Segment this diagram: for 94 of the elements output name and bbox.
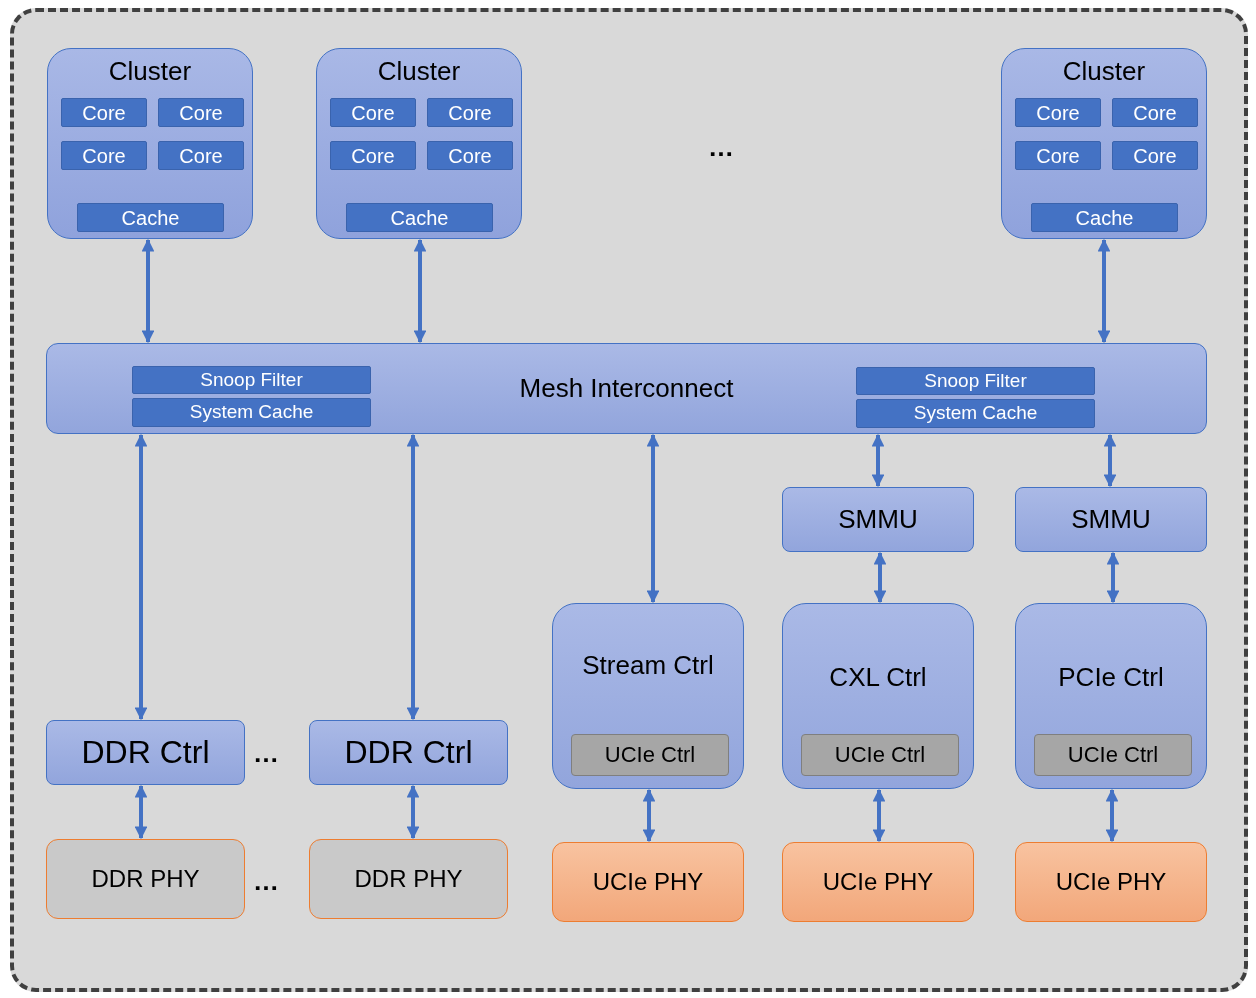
node-label: Snoop Filter [200,368,303,392]
controller-block [1034,734,1192,776]
controller-box [309,720,508,785]
core-block [330,98,416,127]
node-label: Core [1036,100,1080,125]
controller-box [552,603,744,789]
node-label: Cluster [108,56,192,88]
node-label: UCIe Ctrl [834,741,926,769]
phy-box [1015,842,1207,922]
ellipsis: … [708,132,734,163]
node-label: Core [82,100,126,125]
node-label: Core [1036,143,1080,168]
controller-block [571,734,729,776]
core-block [61,141,147,170]
cluster-box [47,48,253,239]
core-block [427,98,513,127]
node-label: System Cache [913,402,1038,425]
interconnect-bar [46,343,1207,434]
cache-block [346,203,493,232]
core-block [330,141,416,170]
node-label: DDR Ctrl [344,733,473,772]
cache-block [856,399,1095,428]
node-label: DDR PHY [354,864,463,894]
node-label: Cluster [377,56,461,88]
node-label: Stream Ctrl [582,650,714,682]
controller-box [782,487,974,552]
core-block [1015,141,1101,170]
node-label: UCIe PHY [592,867,704,897]
phy-box [309,839,508,919]
phy-box [552,842,744,922]
node-label: CXL Ctrl [829,662,927,694]
node-label: Cache [1075,205,1134,230]
node-label: UCIe Ctrl [604,741,696,769]
core-block [158,98,244,127]
bidirectional-arrow [406,784,420,840]
node-label: SMMU [1071,503,1151,536]
controller-box [46,720,245,785]
core-block [61,98,147,127]
cluster-box [316,48,522,239]
node-label: UCIe PHY [822,867,934,897]
node-label: DDR PHY [91,864,200,894]
node-label: SMMU [838,503,918,536]
bidirectional-arrow [134,784,148,840]
node-label: Core [1133,100,1177,125]
node-label: Cache [390,205,449,230]
controller-box [1015,603,1207,789]
cache-block [1031,203,1178,232]
node-label: DDR Ctrl [81,733,210,772]
node-label: Cluster [1062,56,1146,88]
bidirectional-arrow [646,433,660,604]
cache-block [77,203,224,232]
phy-box [46,839,245,919]
bidirectional-arrow [872,788,886,843]
node-label: Core [448,100,492,125]
cache-block [132,398,371,427]
bidirectional-arrow [141,238,155,344]
bidirectional-arrow [413,238,427,344]
controller-block [801,734,959,776]
snoop-filter-block [132,366,371,394]
bidirectional-arrow [1097,238,1111,344]
node-label: Cache [121,205,180,230]
node-label: UCIe PHY [1055,867,1167,897]
node-label: Core [179,100,223,125]
bidirectional-arrow [134,433,148,721]
bidirectional-arrow [871,433,885,488]
node-label: Core [351,143,395,168]
core-block [427,141,513,170]
core-block [1112,98,1198,127]
core-block [1015,98,1101,127]
phy-box [782,842,974,922]
bidirectional-arrow [406,433,420,721]
node-label: UCIe Ctrl [1067,741,1159,769]
bidirectional-arrow [1105,788,1119,843]
node-label: Core [351,100,395,125]
node-label: Core [448,143,492,168]
node-label: Snoop Filter [924,369,1027,393]
node-label: PCIe Ctrl [1058,662,1164,694]
ellipsis: … [253,866,279,897]
node-label: Mesh Interconnect [519,372,734,405]
bidirectional-arrow [1106,551,1120,604]
node-label: System Cache [189,401,314,424]
bidirectional-arrow [873,551,887,604]
controller-box [782,603,974,789]
node-label: Core [82,143,126,168]
core-block [1112,141,1198,170]
node-label: Core [179,143,223,168]
node-label: Core [1133,143,1177,168]
core-block [158,141,244,170]
ellipsis: … [253,738,279,769]
snoop-filter-block [856,367,1095,395]
cluster-box [1001,48,1207,239]
bidirectional-arrow [1103,433,1117,488]
bidirectional-arrow [642,788,656,843]
controller-box [1015,487,1207,552]
